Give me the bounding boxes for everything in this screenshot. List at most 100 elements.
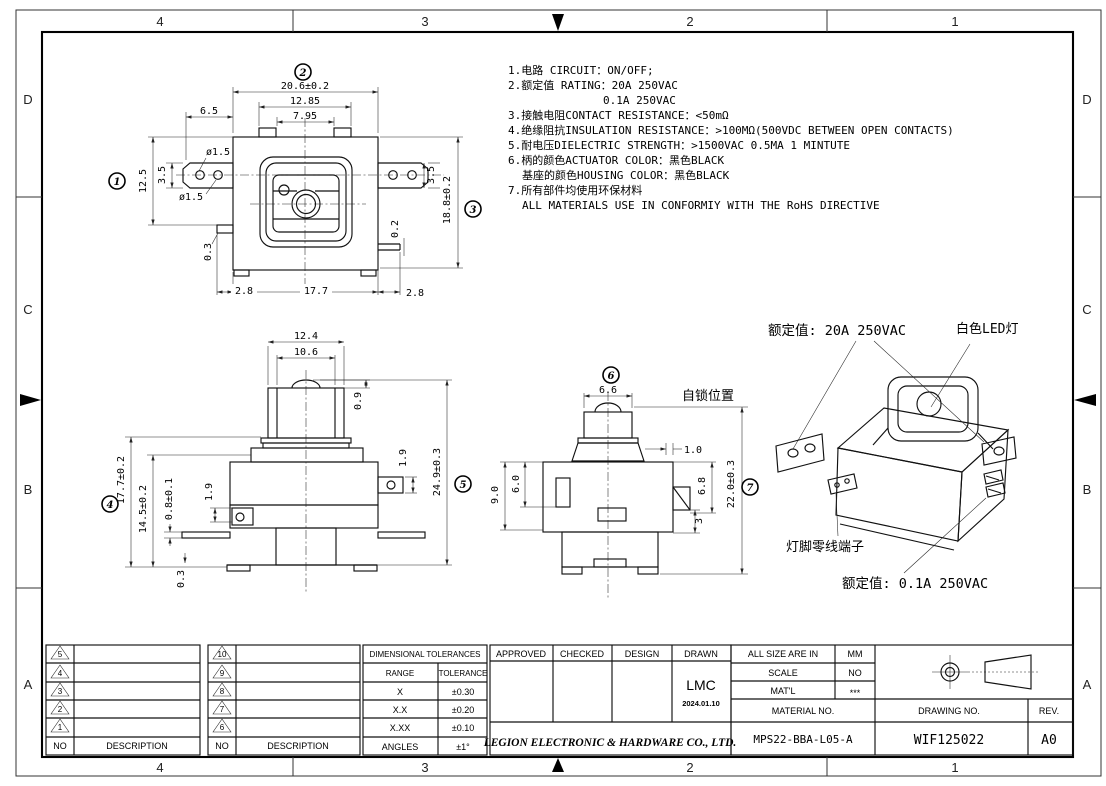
tol-value-xxx: ±0.10 xyxy=(452,723,474,733)
rev-no-header-right: NO xyxy=(215,741,229,751)
zone-row-a-right: A xyxy=(1083,677,1092,692)
checked-header: CHECKED xyxy=(560,649,605,659)
dim-60: 6.0 xyxy=(511,475,522,493)
rev-no-header-left: NO xyxy=(53,741,67,751)
title-block: 5 4 3 2 1 NO DESCRIPTION 10 9 8 7 6 NO D… xyxy=(45,644,1074,756)
zone-col-3-top: 3 xyxy=(421,14,428,29)
dim-tab-inner: 7.95 xyxy=(293,111,317,122)
drawn-date: 2024.01.10 xyxy=(682,699,720,708)
dim-02: 0.2 xyxy=(390,220,401,238)
note-housing-color: 基座的颜色HOUSING COLOR：黑色BLACK xyxy=(522,168,730,182)
rev-desc-header-right: DESCRIPTION xyxy=(267,741,329,751)
matl-label: MAT'L xyxy=(770,686,795,696)
approved-header: APPROVED xyxy=(496,649,547,659)
center-mark-bottom xyxy=(552,758,564,772)
zone-row-b-left: B xyxy=(24,482,33,497)
zone-row-c-right: C xyxy=(1082,302,1091,317)
zone-row-b-right: B xyxy=(1083,482,1092,497)
zone-row-d-left: D xyxy=(23,92,32,107)
zone-col-1-top: 1 xyxy=(951,14,958,29)
material-no-label: MATERIAL NO. xyxy=(772,706,835,716)
svg-text:4: 4 xyxy=(107,500,114,511)
dim-ear-width-left: 3.5 xyxy=(157,166,168,184)
drawn-header: DRAWN xyxy=(684,649,718,659)
terminal-ear-right xyxy=(981,436,1017,466)
svg-text:2: 2 xyxy=(299,68,307,79)
top-view: 20.6±0.2 12.85 7.95 6.5 ø1.5 ø1.5 3.5 12… xyxy=(108,63,482,299)
tol-range-angles: ANGLES xyxy=(382,742,419,752)
dim-terminal-left: 1.9 xyxy=(204,483,215,501)
dim-cap-inner: 10.6 xyxy=(294,347,318,358)
dim-terminal-right: 1.9 xyxy=(398,449,409,467)
all-size-label: ALL SIZE ARE IN xyxy=(748,649,818,659)
note-rohs-en: ALL MATERIALS USE IN CONFORMIY WITH THE … xyxy=(522,199,880,212)
dim-125: 12.5 xyxy=(138,169,149,193)
isometric-view: 额定值: 20A 250VAC 白色LED灯 灯脚零线端子 额定值: 0.1A … xyxy=(768,321,1018,592)
dim-68: 6.8 xyxy=(697,477,708,495)
balloon-5: 5 xyxy=(454,475,472,493)
note-dielectric-strength: 5.耐电压DIELECTRIC STRENGTH：>1500VAC 0.5MA … xyxy=(508,139,850,152)
svg-text:3: 3 xyxy=(470,205,477,216)
rev-label: REV. xyxy=(1039,706,1059,716)
tol-tolerance-header: TOLERANCE xyxy=(439,669,488,678)
zone-col-2-top: 2 xyxy=(686,14,693,29)
note-rating: 2.额定值 RATING：20A 250VAC xyxy=(508,78,678,92)
center-mark-right xyxy=(1074,394,1096,406)
terminal-ear-left xyxy=(775,433,825,473)
drawing-no-value: WIF125022 xyxy=(914,733,984,748)
lock-position-label: 自锁位置 xyxy=(682,388,734,404)
tol-range-xx: X.X xyxy=(393,705,408,715)
zone-col-4-top: 4 xyxy=(156,14,163,29)
front-view: 12.4 10.6 0.9 1.9 24.9±0.3 17.7±0.2 14.5… xyxy=(101,331,472,592)
rev-tri-5: 5 xyxy=(58,650,63,659)
rev-tri-8: 8 xyxy=(220,687,225,696)
dim-03: 0.3 xyxy=(203,243,214,261)
tol-value-x: ±0.30 xyxy=(452,687,474,697)
center-mark-top xyxy=(552,14,564,31)
dim-width-overall: 20.6±0.2 xyxy=(281,81,329,92)
dim-foot-offset: 0.3 xyxy=(176,570,187,588)
dim-hole-dia-a: ø1.5 xyxy=(206,147,230,158)
tolerance-title: DIMENSIONAL TOLERANCES xyxy=(370,650,481,659)
rev-value: A0 xyxy=(1041,733,1057,748)
dim-dome: 0.9 xyxy=(353,392,364,410)
rev-tri-9: 9 xyxy=(220,669,225,678)
side-view: 6.6 自锁位置 1.0 9.0 6.0 6.8 3 22.0±0.3 6 7 xyxy=(490,366,759,598)
scale-value: NO xyxy=(848,668,862,678)
tolerance-table: DIMENSIONAL TOLERANCES RANGE TOLERANCE X… xyxy=(362,644,488,756)
rev-tri-1: 1 xyxy=(58,723,63,732)
dim-177-bottom: 17.7 xyxy=(304,286,328,297)
note-contact-resistance: 3.接触电阻CONTACT RESISTANCE：<50mΩ xyxy=(508,108,729,122)
scale-label: SCALE xyxy=(768,668,798,678)
balloon-6: 6 xyxy=(602,366,620,384)
rev-tri-7: 7 xyxy=(220,705,225,714)
spec-notes: 1.电路 CIRCUIT：ON/OFF; 2.额定值 RATING：20A 25… xyxy=(508,64,954,212)
note-actuator-color: 6.柄的颜色ACTUATOR COLOR：黑色BLACK xyxy=(508,153,724,167)
callout-white-led: 白色LED灯 xyxy=(956,321,1018,337)
dim-height-overall: 18.8±0.2 xyxy=(442,176,453,224)
dim-total-height: 24.9±0.3 xyxy=(432,448,443,496)
dim-lock-height: 22.0±0.3 xyxy=(726,460,737,508)
balloon-1: 1 xyxy=(108,172,126,190)
balloon-3: 3 xyxy=(464,200,482,218)
svg-text:7: 7 xyxy=(747,483,754,494)
tol-range-xxx: X.XX xyxy=(390,723,411,733)
dim-pin-thickness: 0.8±0.1 xyxy=(164,478,175,520)
dim-ear-length: 6.5 xyxy=(200,106,218,117)
zone-col-1-bottom: 1 xyxy=(951,760,958,775)
svg-text:1: 1 xyxy=(114,177,121,188)
lamp-neutral-terminal xyxy=(827,473,858,495)
revision-table-left: 5 4 3 2 1 NO DESCRIPTION xyxy=(45,644,201,756)
material-no-value: MPS22-BBA-L05-A xyxy=(753,733,853,746)
rev-tri-4: 4 xyxy=(58,669,63,678)
projection-symbol xyxy=(932,654,1040,690)
balloon-7: 7 xyxy=(741,478,759,496)
matl-value: *** xyxy=(850,688,861,698)
dim-28-left: 2.8 xyxy=(235,286,253,297)
rev-tri-10: 10 xyxy=(218,650,227,659)
svg-text:5: 5 xyxy=(460,480,467,491)
svg-text:6: 6 xyxy=(608,371,615,382)
balloon-4: 4 xyxy=(101,495,119,513)
dim-90: 9.0 xyxy=(490,486,501,504)
